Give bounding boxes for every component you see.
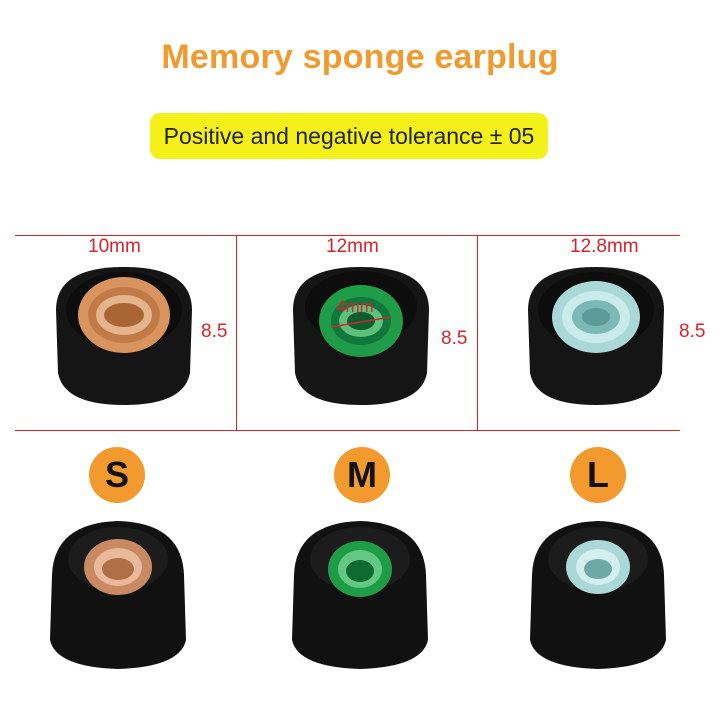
dimension-line-bottom — [15, 430, 680, 431]
divider-line-2 — [477, 235, 478, 430]
ear-tip-small-side-view — [50, 521, 186, 669]
ear-tip-small-top-view — [56, 267, 192, 405]
ear-tip-large-top-view — [528, 267, 664, 405]
width-label-small: 10mm — [88, 236, 141, 257]
height-label-small: 8.5 — [201, 321, 228, 342]
divider-line-1 — [236, 235, 237, 430]
page-title: Memory sponge earplug — [161, 38, 559, 76]
tolerance-banner: Positive and negative tolerance ± 05 — [150, 113, 548, 159]
ear-tip-large-side-view — [530, 521, 666, 669]
tolerance-text: Positive and negative tolerance ± 05 — [163, 122, 535, 149]
ear-tip-medium-side-view — [292, 521, 428, 669]
size-badge-s: S — [89, 447, 145, 503]
width-label-large: 12.8mm — [570, 236, 639, 257]
width-label-medium: 12mm — [326, 236, 379, 257]
dimension-line-top — [15, 235, 680, 236]
height-label-large: 8.5 — [679, 321, 706, 342]
height-label-medium: 8.5 — [441, 328, 468, 349]
size-badge-m: M — [334, 447, 390, 503]
inner-diameter-label: 4mm — [336, 297, 374, 316]
size-badge-l: L — [570, 447, 626, 503]
ear-tip-medium-top-view — [293, 267, 429, 405]
